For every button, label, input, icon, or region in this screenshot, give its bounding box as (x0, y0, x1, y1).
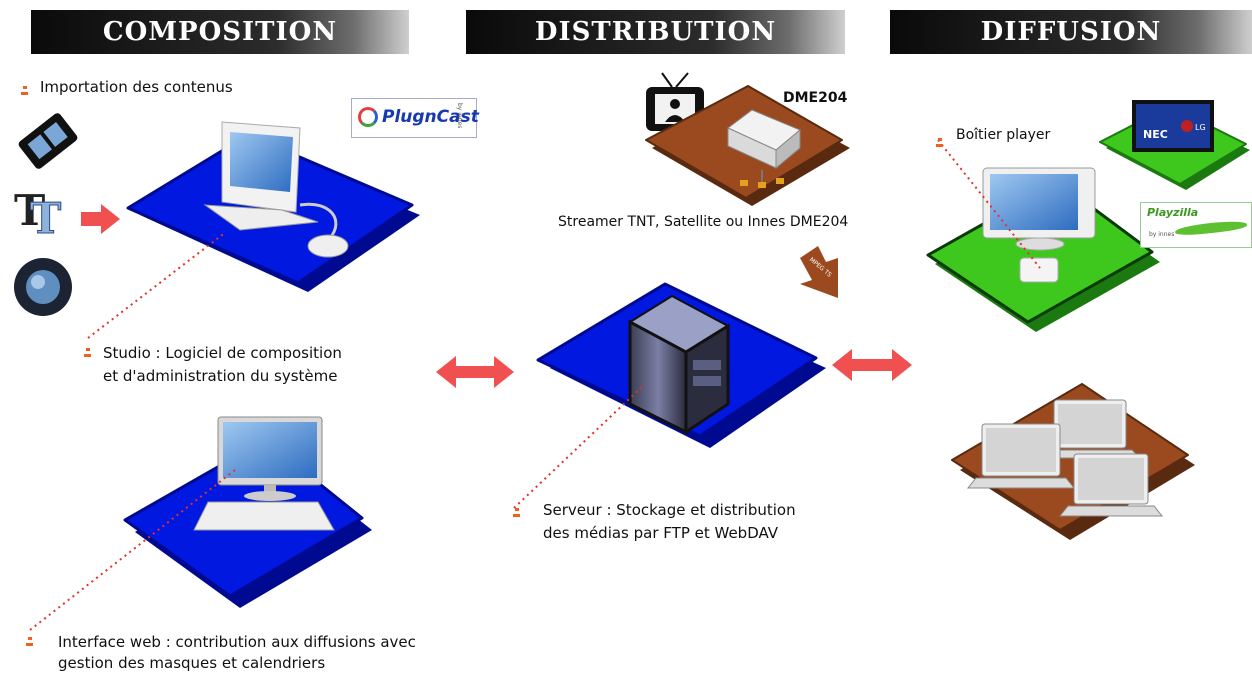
server-label-line1: Serveur : Stockage et distribution (543, 501, 796, 519)
player-bullet-icon (936, 138, 943, 147)
header-composition: COMPOSITION (31, 10, 409, 54)
mpeg-ts-arrow-icon (800, 246, 838, 298)
film-icon (18, 113, 78, 169)
svg-text:T: T (14, 186, 45, 235)
studio-label-line2: et d'administration du système (103, 367, 338, 385)
server-bullet-icon (513, 508, 520, 517)
import-arrow-icon (81, 204, 120, 234)
plugncast-swirl-icon (358, 107, 378, 127)
svg-text:T: T (30, 194, 61, 243)
header-distribution: DISTRIBUTION (466, 10, 845, 54)
playzilla-logo-text: Playzilla (1147, 206, 1199, 219)
playzilla-byline: by innes (1149, 231, 1175, 238)
laptops-icon (966, 399, 1164, 517)
distribution-diffusion-arrow-icon (832, 349, 912, 381)
streamer-label: Streamer TNT, Satellite ou Innes DME204 (558, 214, 849, 230)
server-callout-line (513, 383, 646, 509)
web-callout-line (29, 469, 236, 631)
web-interface-label-line1: Interface web : contribution aux diffusi… (58, 633, 416, 651)
plugncast-byline: by innes (456, 103, 463, 129)
horoscope-weather-badge-icon (14, 258, 72, 316)
web-bullet-icon (26, 637, 33, 646)
header-diffusion: DIFFUSION (890, 10, 1252, 54)
server-label-line2: des médias par FTP et WebDAV (543, 524, 779, 542)
svg-text:NEC: NEC (1143, 128, 1168, 141)
composition-distribution-arrow-icon (436, 356, 514, 388)
player-monitor-icon (982, 167, 1096, 283)
svg-text:LG: LG (1195, 123, 1206, 132)
studio-callout-line (87, 231, 227, 339)
plugncast-logo-text: PlugnCast (382, 107, 479, 127)
streamer-device-icon (727, 109, 801, 188)
playzilla-logo: Playzilla by innes (1140, 202, 1252, 248)
import-label: Importation des contenus (40, 78, 233, 96)
text-font-icon: T T (14, 186, 62, 244)
server-tower-icon (627, 294, 731, 435)
nec-lg-display-icon: NEC LG (1132, 100, 1214, 152)
lizard-icon (1174, 219, 1248, 237)
studio-computer-icon (203, 121, 349, 258)
player-label: Boîtier player (956, 127, 1051, 143)
plugncast-logo: PlugnCast by innes (351, 98, 479, 138)
import-bullet-icon (21, 86, 28, 95)
dme204-label: DME204 (783, 90, 848, 106)
studio-bullet-icon (84, 348, 91, 357)
studio-label-line1: Studio : Logiciel de composition (103, 344, 342, 362)
web-interface-computer-icon (193, 416, 335, 531)
web-interface-label-line2: gestion des masques et calendriers (58, 654, 326, 672)
